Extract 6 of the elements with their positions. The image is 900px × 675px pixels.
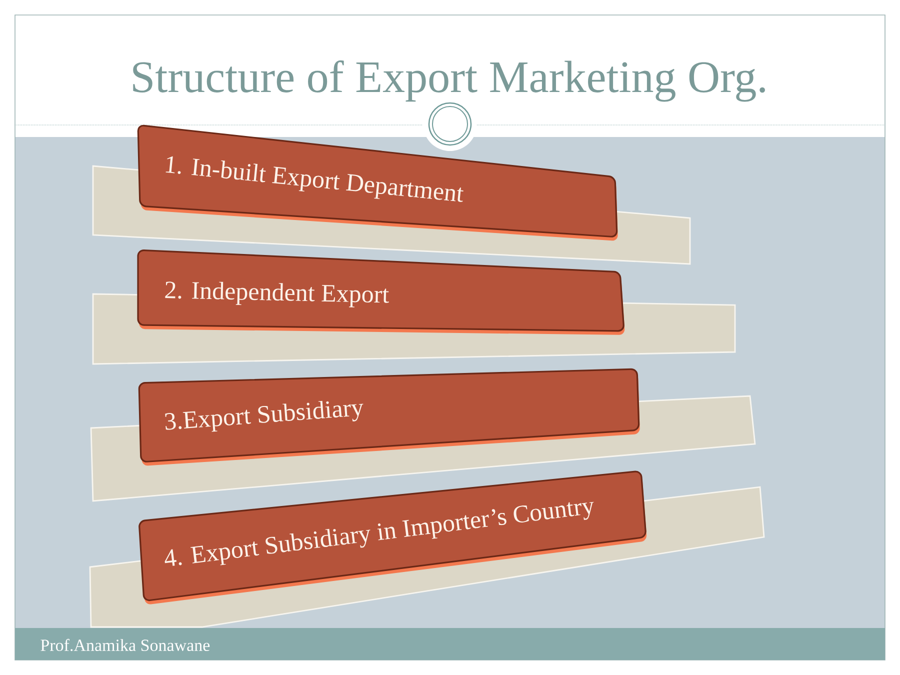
banner-box: 3.Export Subsidiary — [138, 368, 640, 466]
banner-box: 2. Independent Export — [137, 249, 625, 335]
title: Structure of Export Marketing Org. — [133, 60, 765, 102]
banner-box: 4. Export Subsidiary in Importer’s Country — [138, 470, 647, 604]
banner-box: 1. In-built Export Department — [137, 124, 618, 241]
footer-text: Prof.Anamika Sonawane — [40, 638, 210, 652]
